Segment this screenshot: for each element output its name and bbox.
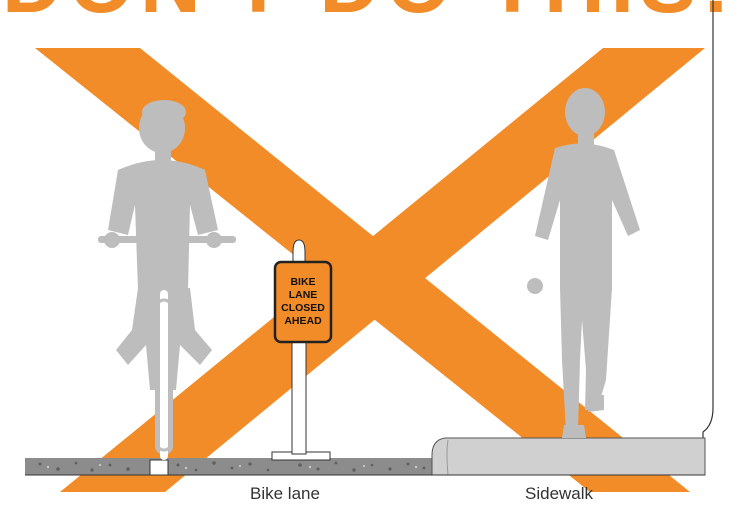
bike-lane-label: Bike lane — [250, 484, 320, 504]
sidewalk-label: Sidewalk — [525, 484, 593, 504]
bike-lane-pavement — [25, 458, 435, 475]
sign-line-3: CLOSED — [281, 302, 325, 314]
headline: DON'T DO THIS! — [2, 0, 736, 30]
sign-line-1: BIKE — [290, 276, 315, 288]
sign-line-2: LANE — [289, 289, 318, 301]
building-wall — [703, 0, 713, 470]
sidewalk-curb — [432, 438, 705, 475]
sign-line-4: AHEAD — [284, 315, 322, 327]
